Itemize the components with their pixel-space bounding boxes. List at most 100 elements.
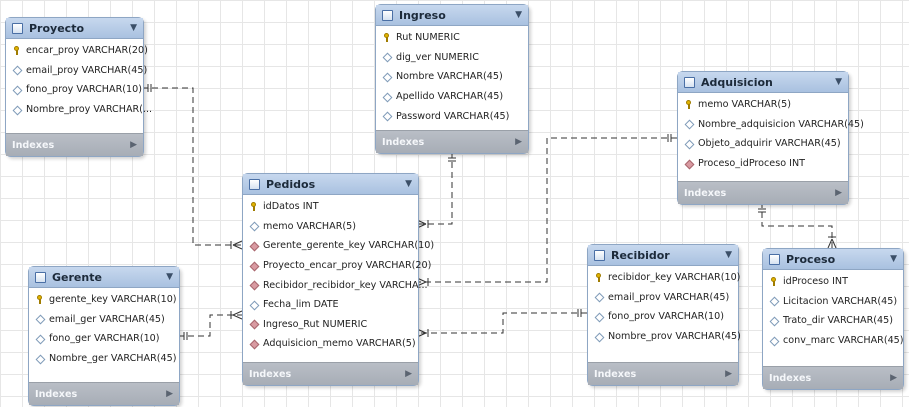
column-row[interactable]: idProceso INT bbox=[763, 272, 903, 292]
table-header[interactable]: Ingreso▼ bbox=[376, 5, 528, 26]
column-row[interactable]: memo VARCHAR(5) bbox=[243, 217, 418, 237]
column-label: idProceso INT bbox=[783, 276, 848, 288]
column-diamond-icon bbox=[35, 354, 44, 363]
column-row[interactable]: Nombre_adquisicion VARCHAR(45) bbox=[678, 115, 864, 135]
column-row[interactable]: Proyecto_encar_proy VARCHAR(20) bbox=[243, 256, 431, 276]
expand-arrow-icon[interactable]: ▶ bbox=[130, 140, 137, 150]
column-row[interactable]: fono_prov VARCHAR(10) bbox=[588, 307, 738, 327]
column-label: email_prov VARCHAR(45) bbox=[608, 291, 730, 303]
column-row[interactable]: memo VARCHAR(5) bbox=[678, 95, 848, 115]
relationship-line bbox=[761, 203, 833, 248]
collapse-caret-icon[interactable]: ▼ bbox=[405, 179, 412, 189]
table-recibidor[interactable]: Recibidor▼recibidor_key VARCHAR(10) email… bbox=[587, 244, 741, 386]
indexes-section[interactable]: Indexes ▶ bbox=[6, 133, 143, 156]
column-row[interactable]: Adquisicion_memo VARCHAR(5) bbox=[243, 334, 418, 354]
collapse-caret-icon[interactable]: ▼ bbox=[166, 272, 173, 282]
indexes-section[interactable]: Indexes▶ bbox=[29, 382, 179, 405]
column-row[interactable]: fono_proy VARCHAR(10) bbox=[6, 80, 143, 100]
column-diamond-icon bbox=[684, 139, 693, 148]
column-row[interactable]: Objeto_adquirir VARCHAR(45) bbox=[678, 134, 848, 154]
column-row[interactable]: Ingreso_Rut NUMERIC bbox=[243, 315, 418, 335]
collapse-caret-icon[interactable]: ▼ bbox=[725, 250, 732, 260]
column-row[interactable]: Apellido VARCHAR(45) bbox=[376, 87, 528, 107]
column-row[interactable]: Nombre VARCHAR(45) bbox=[376, 67, 528, 87]
column-row[interactable]: Recibidor_recibidor_key VARCHA... bbox=[243, 275, 428, 295]
column-row[interactable]: dig_ver NUMERIC bbox=[376, 48, 528, 68]
column-row[interactable]: gerente_key VARCHAR(10) bbox=[29, 290, 179, 310]
indexes-section[interactable]: Indexes▶ bbox=[678, 181, 848, 204]
table-header[interactable]: Adquisicion▼ bbox=[678, 72, 848, 93]
column-row[interactable]: Proceso_idProceso INT bbox=[678, 154, 848, 174]
table-ingreso[interactable]: Ingreso▼ Rut NUMERIC dig_ver NUMERIC Nombre… bbox=[375, 4, 529, 154]
collapse-caret-icon[interactable]: ▼ bbox=[835, 77, 842, 87]
collapse-caret-icon[interactable]: ▼ bbox=[515, 10, 522, 20]
relationship-gerente-pedidos[interactable] bbox=[178, 310, 243, 340]
column-label: Rut NUMERIC bbox=[396, 32, 460, 44]
table-proceso[interactable]: Proceso ▼ idProceso INT Licitacion VARCHAR(… bbox=[762, 248, 904, 390]
column-row[interactable]: Trato_dir VARCHAR(45) bbox=[763, 311, 903, 331]
table-adquisicion[interactable]: Adquisicion▼memo VARCHAR(5)Nombre_adquis… bbox=[677, 71, 864, 205]
relationship-line bbox=[417, 152, 453, 225]
column-diamond-icon bbox=[35, 315, 44, 324]
column-row[interactable]: email_proy VARCHAR(45) bbox=[6, 61, 147, 81]
column-label: Adquisicion_memo VARCHAR(5) bbox=[263, 338, 416, 350]
expand-arrow-icon[interactable]: ▶ bbox=[835, 188, 842, 198]
table-icon bbox=[382, 9, 393, 21]
column-row[interactable]: conv_marc VARCHAR(45) bbox=[763, 331, 904, 351]
many-cardinality-mark bbox=[827, 238, 833, 249]
column-row[interactable]: encar_proy VARCHAR(20) bbox=[6, 41, 148, 61]
column-row[interactable]: Nombre_ger VARCHAR(45) bbox=[29, 349, 179, 369]
collapse-caret-icon[interactable]: ▼ bbox=[890, 254, 897, 264]
table-title: Proceso bbox=[786, 252, 836, 266]
relationship-proceso-adquisicion[interactable] bbox=[758, 203, 837, 249]
expand-arrow-icon[interactable]: ▶ bbox=[725, 369, 732, 379]
column-row[interactable]: Fecha_lim DATE bbox=[243, 295, 418, 315]
column-label: Nombre VARCHAR(45) bbox=[396, 71, 503, 83]
table-icon bbox=[769, 253, 780, 265]
column-row[interactable]: recibidor_key VARCHAR(10) bbox=[588, 268, 740, 288]
indexes-label: Indexes bbox=[249, 368, 292, 380]
table-header[interactable]: Gerente▼ bbox=[29, 267, 179, 288]
column-label: email_ger VARCHAR(45) bbox=[49, 313, 165, 325]
column-label: encar_proy VARCHAR(20) bbox=[26, 45, 148, 57]
indexes-section[interactable]: Indexes▶ bbox=[588, 362, 738, 385]
table-header[interactable]: Proceso ▼ bbox=[763, 249, 903, 270]
table-proyecto[interactable]: Proyecto▼ encar_proy VARCHAR(20) email_pro… bbox=[5, 17, 152, 157]
column-label: Nombre_prov VARCHAR(45) bbox=[608, 331, 741, 343]
column-row[interactable]: Rut NUMERIC bbox=[376, 28, 528, 48]
expand-arrow-icon[interactable]: ▶ bbox=[166, 389, 173, 399]
collapse-caret-icon[interactable]: ▼ bbox=[130, 23, 137, 33]
expand-arrow-icon[interactable]: ▶ bbox=[890, 373, 897, 383]
column-row[interactable]: Nombre_proy VARCHAR(... bbox=[6, 100, 152, 120]
indexes-section[interactable]: Indexes▶ bbox=[763, 366, 903, 389]
column-diamond-icon bbox=[594, 293, 603, 302]
relationship-ingreso-pedidos[interactable] bbox=[416, 152, 456, 229]
expand-arrow-icon[interactable]: ▶ bbox=[515, 137, 522, 147]
table-header[interactable]: Proyecto▼ bbox=[6, 18, 143, 39]
column-row[interactable]: Gerente_gerente_key VARCHAR(10) bbox=[243, 236, 434, 256]
table-title: Pedidos bbox=[266, 177, 316, 191]
column-row[interactable]: idDatos INT bbox=[243, 197, 418, 217]
table-gerente[interactable]: Gerente▼gerente_key VARCHAR(10) email_ger… bbox=[28, 266, 180, 406]
table-header[interactable]: Pedidos ▼ bbox=[243, 174, 418, 195]
table-icon bbox=[12, 22, 23, 34]
indexes-section[interactable]: Indexes ▶ bbox=[376, 130, 528, 153]
relationship-recibidor-pedidos[interactable] bbox=[416, 309, 587, 338]
indexes-section[interactable]: Indexes ▶ bbox=[243, 362, 418, 385]
column-label: Apellido VARCHAR(45) bbox=[396, 91, 504, 103]
many-cardinality-mark bbox=[831, 238, 837, 249]
indexes-label: Indexes bbox=[382, 136, 425, 148]
relationship-proyecto-pedidos[interactable] bbox=[142, 84, 243, 250]
table-header[interactable]: Recibidor▼ bbox=[588, 245, 738, 266]
indexes-label: Indexes bbox=[12, 139, 55, 151]
column-row[interactable]: Licitacion VARCHAR(45) bbox=[763, 292, 903, 312]
expand-arrow-icon[interactable]: ▶ bbox=[405, 369, 412, 379]
column-row[interactable]: email_ger VARCHAR(45) bbox=[29, 310, 179, 330]
column-row[interactable]: fono_ger VARCHAR(10) bbox=[29, 329, 179, 349]
column-row[interactable]: email_prov VARCHAR(45) bbox=[588, 288, 738, 308]
many-cardinality-mark bbox=[232, 240, 243, 246]
column-row[interactable]: Password VARCHAR(45) bbox=[376, 106, 528, 126]
column-label: fono_ger VARCHAR(10) bbox=[49, 333, 160, 345]
column-row[interactable]: Nombre_prov VARCHAR(45) bbox=[588, 327, 741, 347]
